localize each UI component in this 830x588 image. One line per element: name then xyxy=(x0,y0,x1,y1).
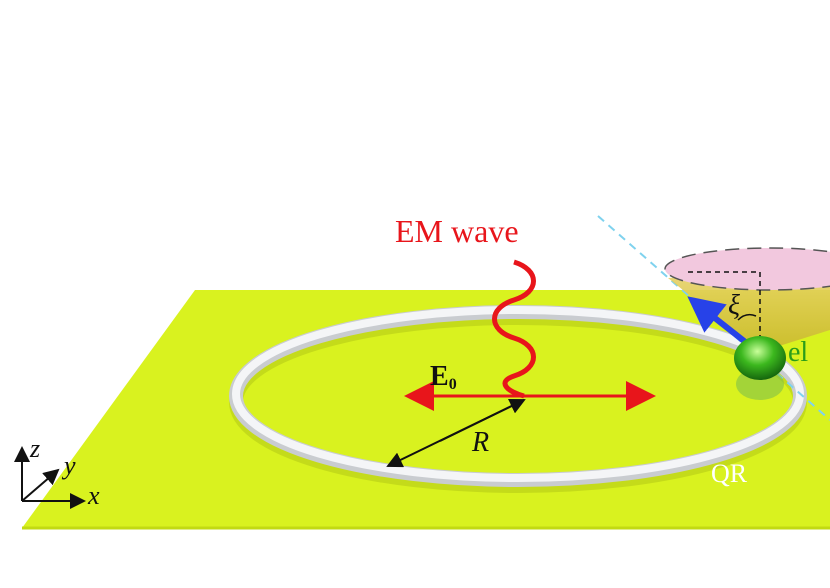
angle-arc xyxy=(737,313,757,321)
em-wave xyxy=(492,259,536,399)
axis-x-label: x xyxy=(87,481,100,510)
electron-label: el xyxy=(788,337,808,368)
electron-sphere xyxy=(734,336,786,380)
em-wave-label: EM wave xyxy=(395,213,519,249)
angle-projection-lines xyxy=(688,271,761,352)
axis-z-label: z xyxy=(29,434,40,463)
radius-label: R xyxy=(471,427,489,458)
axis-y-label: y xyxy=(61,451,76,480)
ring-label: QR xyxy=(711,459,748,488)
radius-arrow-back xyxy=(439,398,526,442)
field-symbol: E xyxy=(430,361,449,392)
axis-y-line xyxy=(21,468,60,502)
precession-cone-top xyxy=(664,247,830,291)
field-subscript: 0 xyxy=(449,376,457,393)
angle-label: ξ xyxy=(728,290,740,321)
field-label: E0 xyxy=(430,361,457,393)
precession-cone-body xyxy=(668,270,830,352)
